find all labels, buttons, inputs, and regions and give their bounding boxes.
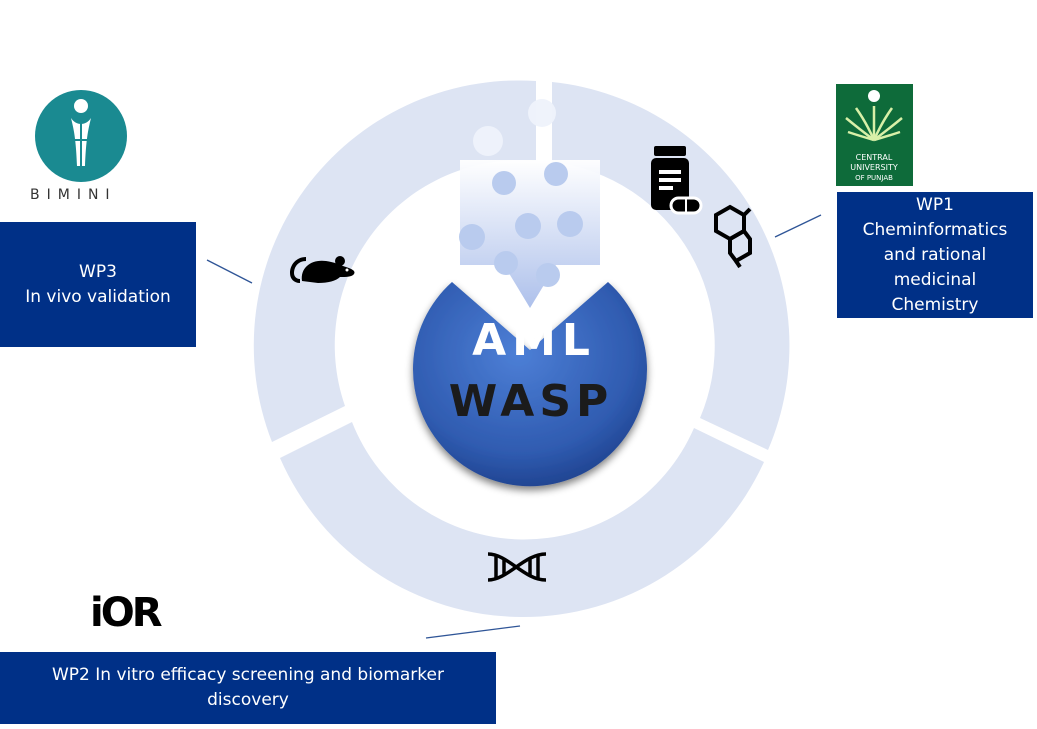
ring-segment-wp2 [280,422,764,618]
wp1-line3: and rational [883,244,987,265]
connector-wp1 [774,214,822,238]
wp3-line1: WP3 [79,261,117,282]
wp2-line2: discovery [207,690,289,710]
bimini-logo [35,90,127,182]
wp1-line2: Cheminformatics [862,219,1008,240]
ring-segment-wp1 [552,82,790,450]
molecule-icon [714,204,752,269]
wp1-box: WP1 Cheminformatics and rational medicin… [837,192,1033,318]
connector-wp2 [425,625,521,639]
pill-bottle-icon [651,146,703,215]
center-title-line1: AML [472,315,596,366]
cup-logo-line3: OF PUNJAB [855,174,893,182]
wp1-line4: medicinal [893,269,977,290]
wp1-line5: Chemistry [891,294,979,315]
connector-wp3 [206,259,253,284]
compound-bubbles [473,99,556,156]
wp3-box: WP3 In vivo validation [0,222,196,347]
wp3-line2: In vivo validation [25,286,171,307]
wp2-box: WP2 In vitro efficacy screening and biom… [0,652,496,724]
ior-logo: iOR [90,590,162,636]
funnel-arrow [459,160,600,308]
center-title-line2: WASP [449,376,614,427]
cup-logo-line1: CENTRAL [856,153,893,162]
center-disc [413,282,648,487]
ring-segment-wp3 [253,80,536,442]
process-ring [253,80,790,618]
wp1-line1: WP1 [916,194,954,215]
dna-icon [487,552,547,582]
mouse-icon [290,256,355,283]
wp2-line1: WP2 In vitro efficacy screening and biom… [52,665,444,685]
bimini-logo-text: BIMINI [30,187,117,203]
cup-logo: CENTRAL UNIVERSITY OF PUNJAB [836,84,913,186]
cup-logo-line2: UNIVERSITY [850,163,898,172]
